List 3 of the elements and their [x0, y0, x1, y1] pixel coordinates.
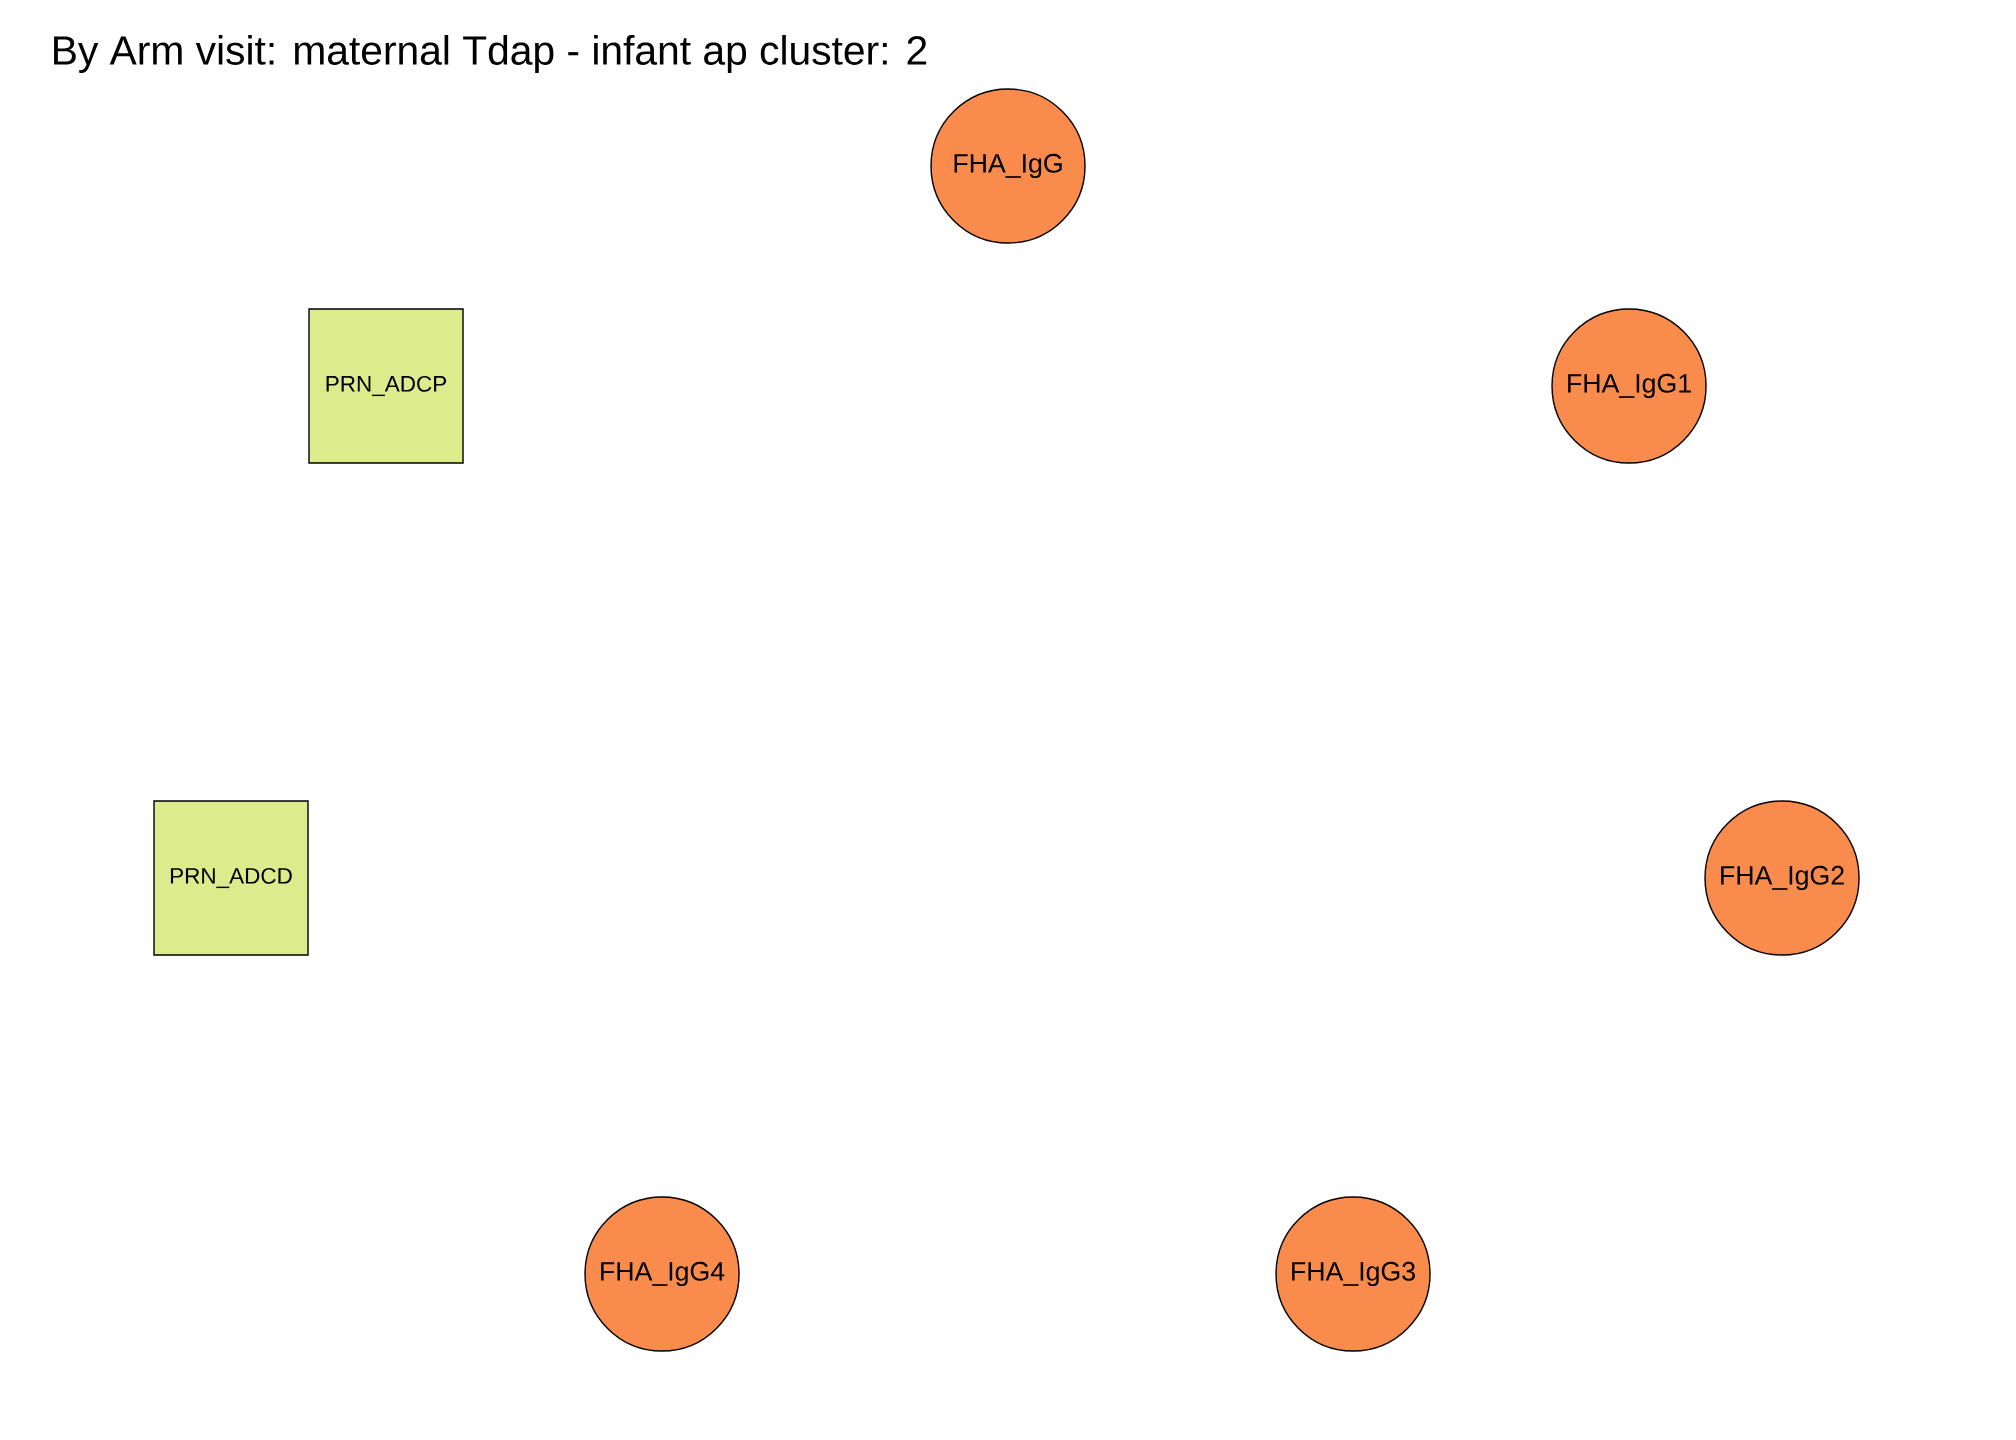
- title: By Arm visit: maternal Tdap - infant ap cluster: 2: [54, 35, 927, 73]
- node-square: PRN_ADCP: [308, 308, 464, 464]
- node-square: PRN_ADCD: [153, 800, 309, 956]
